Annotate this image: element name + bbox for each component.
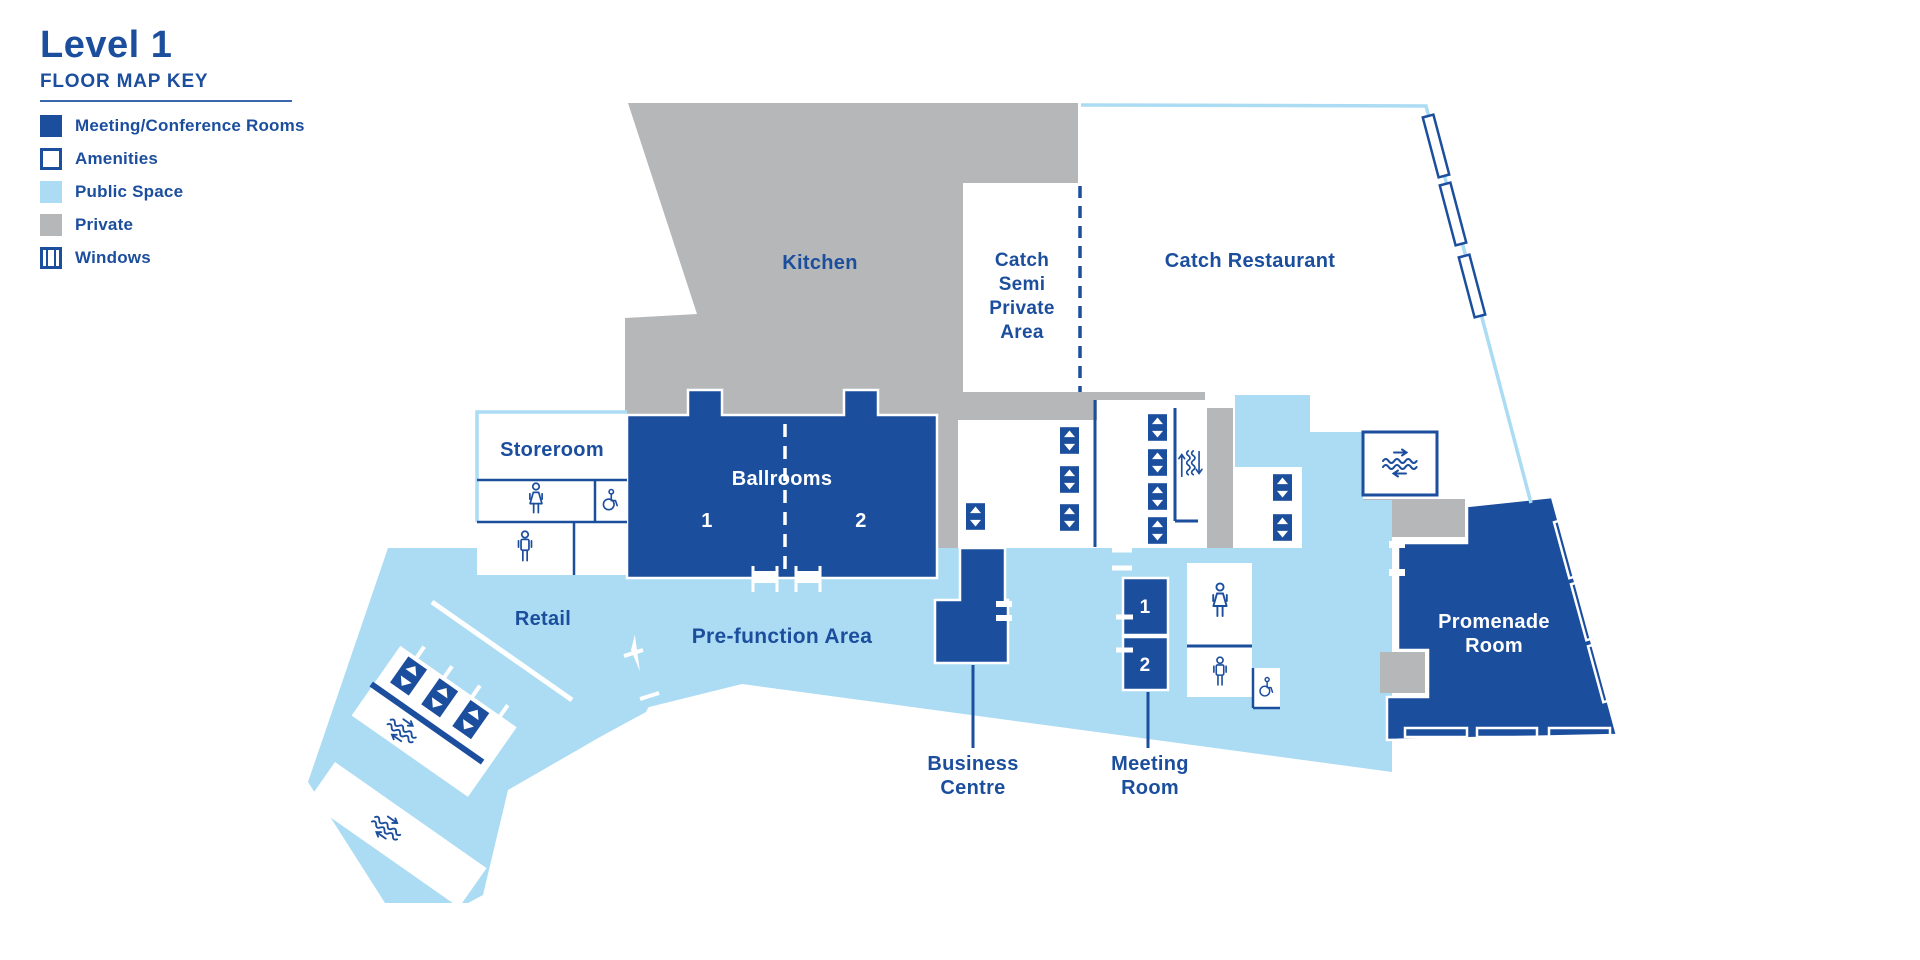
retail-label: Retail <box>515 608 571 630</box>
elevator-icon <box>1148 517 1167 544</box>
retail-escalator-band <box>307 762 487 908</box>
ballrooms-label: Ballrooms <box>732 468 833 490</box>
legend-label: Meeting/Conference Rooms <box>75 116 305 135</box>
elevator-icon <box>1148 449 1167 476</box>
retail-elevator-band <box>351 645 517 797</box>
restaurant-outline <box>1080 103 1533 504</box>
restroom-cell <box>573 522 627 545</box>
meeting-room-1-label: 1 <box>1140 597 1151 618</box>
elevator-icon <box>1060 466 1079 493</box>
kitchen-label: Kitchen <box>782 252 857 274</box>
window-icon <box>1457 253 1487 319</box>
storeroom-room <box>477 412 627 480</box>
windows-icon <box>40 247 62 269</box>
window-icon <box>1552 518 1580 580</box>
elevator-icon <box>1273 474 1292 501</box>
promenade-label: Room <box>1465 635 1523 657</box>
promenade-room <box>1385 495 1619 742</box>
escalator-room <box>1361 430 1439 497</box>
catch-semi-label: Catch <box>995 250 1049 271</box>
window-icon <box>1475 726 1539 739</box>
legend-item-private: Private <box>40 214 305 236</box>
private-strip <box>1207 408 1233 550</box>
retail-wall <box>430 599 574 703</box>
elevator-icon <box>1273 514 1292 541</box>
meeting-room-2-label: 2 <box>1140 655 1151 676</box>
legend-item-meeting-rooms: Meeting/Conference Rooms <box>40 115 305 137</box>
elevator-icon <box>1148 483 1167 510</box>
window-icon <box>1569 580 1597 642</box>
window-icon <box>1421 113 1451 179</box>
meeting-room-1 <box>1121 576 1170 637</box>
legend-item-amenities: Amenities <box>40 148 305 170</box>
promenade-label: Promenade <box>1438 611 1550 633</box>
elevator-icon <box>1060 504 1079 531</box>
catch-semi-label: Private <box>989 298 1054 319</box>
legend-label: Public Space <box>75 182 184 201</box>
window-icon <box>1547 726 1612 739</box>
restroom-cell <box>477 522 573 575</box>
legend-item-public-space: Public Space <box>40 181 305 203</box>
storeroom-outline <box>475 410 627 522</box>
private-strip <box>937 415 958 548</box>
window-icon <box>1403 726 1469 739</box>
ballroom-2-label: 2 <box>855 510 866 532</box>
business-centre-label: Centre <box>940 777 1005 799</box>
room-labels: Kitchen Catch Semi Private Area Catch Re… <box>500 250 1550 799</box>
windows <box>1403 113 1614 739</box>
legend-label: Private <box>75 215 134 234</box>
meeting-room-label: Meeting <box>1111 753 1189 775</box>
catch-semi-private-room <box>963 183 1078 392</box>
boundary-lines <box>475 103 1533 748</box>
key-divider <box>40 100 292 102</box>
legend-label: Amenities <box>75 149 159 168</box>
amenity-rooms <box>307 183 1439 908</box>
private-notch <box>1380 652 1425 693</box>
window-icon <box>1586 642 1614 704</box>
accessible-restroom <box>1253 668 1280 708</box>
ballroom-1-label: 1 <box>701 510 712 532</box>
catch-semi-label: Semi <box>999 274 1046 295</box>
business-centre-label: Business <box>927 753 1018 775</box>
floor-map-key: Level 1 FLOOR MAP KEY Meeting/Conference… <box>40 24 305 280</box>
ballrooms-room <box>625 388 939 580</box>
key-subtitle: FLOOR MAP KEY <box>40 71 209 92</box>
legend-label: Windows <box>75 248 151 267</box>
elevator-icon <box>1148 414 1167 441</box>
catch-semi-label: Area <box>1000 322 1044 343</box>
elevator-icon <box>1060 427 1079 454</box>
private-swatch <box>40 214 62 236</box>
restroom-row <box>477 480 627 522</box>
public-space-swatch <box>40 181 62 203</box>
elevator-icon <box>966 503 985 530</box>
meeting-rooms-swatch <box>40 115 62 137</box>
storeroom-label: Storeroom <box>500 439 604 461</box>
legend-item-windows: Windows <box>40 247 305 269</box>
catch-restaurant-label: Catch Restaurant <box>1165 250 1335 272</box>
window-icon <box>1438 181 1468 247</box>
business-centre-room <box>933 546 1010 665</box>
meeting-conference-rooms <box>625 388 1619 742</box>
page-title: Level 1 <box>40 24 173 66</box>
meeting-room-label: Room <box>1121 777 1179 799</box>
meeting-room-2 <box>1121 635 1170 692</box>
prefunction-label: Pre-function Area <box>692 625 873 648</box>
amenities-swatch <box>40 148 62 170</box>
door-openings <box>623 541 1405 701</box>
